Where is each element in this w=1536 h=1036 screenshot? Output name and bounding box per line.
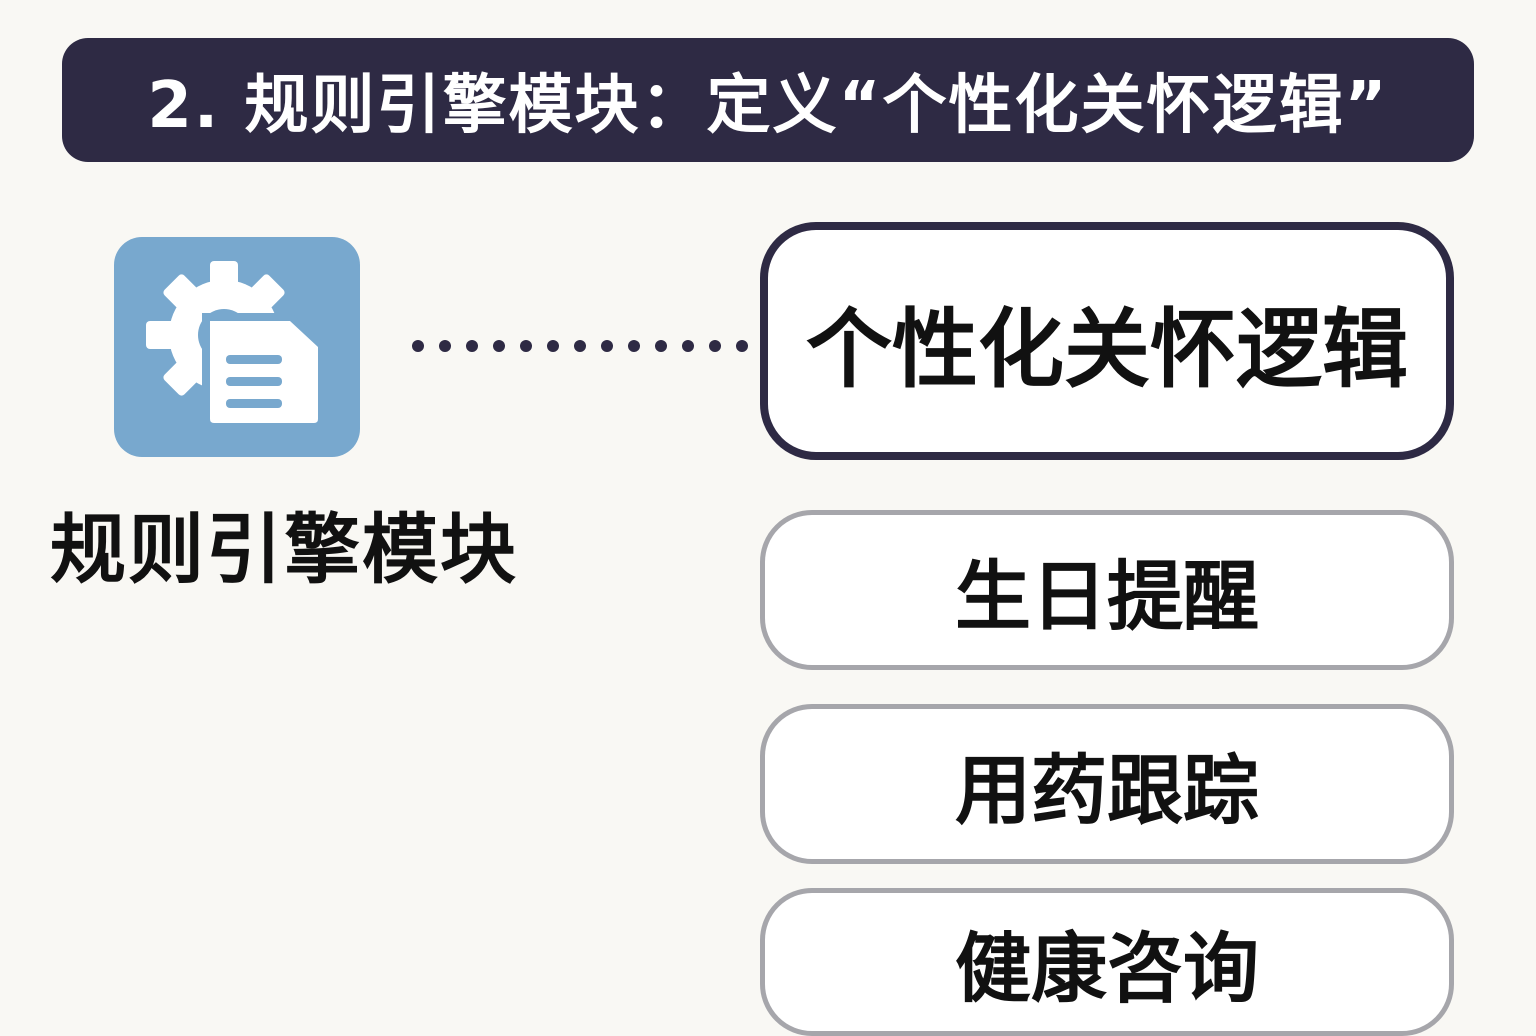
connector-dot — [520, 340, 532, 352]
connector-dot — [682, 340, 694, 352]
connector-dot — [466, 340, 478, 352]
connector-dot — [439, 340, 451, 352]
page-title: 2. 规则引擎模块：定义“个性化关怀逻辑” — [147, 69, 1389, 143]
logic-item-health: 健康咨询 — [760, 888, 1454, 1036]
title-banner: 2. 规则引擎模块：定义“个性化关怀逻辑” — [62, 38, 1474, 162]
logic-main-label: 个性化关怀逻辑 — [806, 299, 1408, 400]
logic-item-birthday: 生日提醒 — [760, 510, 1454, 670]
dotted-connector — [412, 340, 748, 352]
logic-item-label: 健康咨询 — [955, 924, 1259, 1013]
connector-dot — [574, 340, 586, 352]
logic-main-box: 个性化关怀逻辑 — [760, 222, 1454, 460]
connector-dot — [709, 340, 721, 352]
logic-item-label: 生日提醒 — [955, 552, 1259, 641]
connector-dot — [412, 340, 424, 352]
connector-dot — [655, 340, 667, 352]
connector-dot — [547, 340, 559, 352]
gear-document-icon — [114, 237, 360, 457]
connector-dot — [736, 340, 748, 352]
connector-dot — [493, 340, 505, 352]
logic-item-medication: 用药跟踪 — [760, 704, 1454, 864]
module-label: 规则引擎模块 — [50, 505, 518, 594]
logic-item-label: 用药跟踪 — [955, 746, 1259, 835]
connector-dot — [628, 340, 640, 352]
connector-dot — [601, 340, 613, 352]
